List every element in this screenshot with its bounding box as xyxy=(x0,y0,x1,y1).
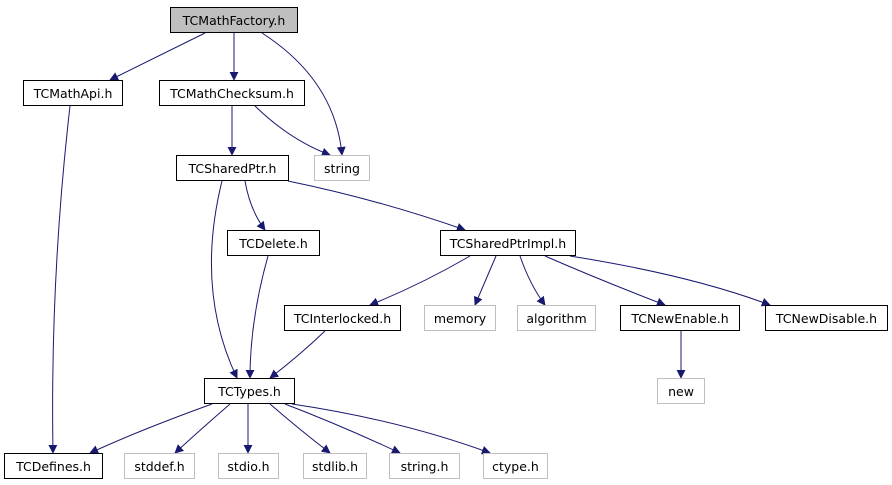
edge-types-to-defines xyxy=(89,403,213,454)
node-stdlib-h: stdlib.h xyxy=(303,453,367,479)
edge-types-to-stdlib xyxy=(269,403,331,454)
edge-interlocked-to-types xyxy=(269,330,326,379)
edge-checksum-to-string xyxy=(254,105,331,157)
node-tcdefines-h[interactable]: TCDefines.h xyxy=(4,453,103,479)
edge-delete-to-types xyxy=(245,255,269,379)
edge-types-to-ctype xyxy=(291,403,491,455)
node-tcnewenable-h[interactable]: TCNewEnable.h xyxy=(620,305,740,331)
edge-sharedptrimpl-to-algorithm xyxy=(519,255,546,306)
node-string-h: string.h xyxy=(389,453,460,479)
node-tctypes-h[interactable]: TCTypes.h xyxy=(204,378,295,404)
node-stddef-h: stddef.h xyxy=(124,453,195,479)
node-tcnewdisable-h[interactable]: TCNewDisable.h xyxy=(765,305,888,331)
node-algorithm: algorithm xyxy=(517,305,596,331)
node-stdio-h: stdio.h xyxy=(218,453,279,479)
node-ctype-h: ctype.h xyxy=(483,453,548,479)
node-tcinterlocked-h[interactable]: TCInterlocked.h xyxy=(284,305,401,331)
edge-types-to-stringh xyxy=(284,403,401,454)
edge-sharedptrimpl-to-interlocked xyxy=(369,255,471,307)
node-string: string xyxy=(314,155,370,181)
node-memory: memory xyxy=(424,305,496,331)
edge-sharedptr-to-sharedptrimpl xyxy=(287,180,466,232)
node-tcmathchecksum-h[interactable]: TCMathChecksum.h xyxy=(159,80,305,106)
edge-sharedptrimpl-to-newdisable xyxy=(569,255,771,307)
edge-sharedptrimpl-to-memory xyxy=(474,255,497,306)
node-new: new xyxy=(657,378,705,404)
node-tcmathapi-h[interactable]: TCMathApi.h xyxy=(23,80,123,106)
node-tcmathfactory-h[interactable]: TCMathFactory.h xyxy=(170,7,298,33)
edge-root-to-string xyxy=(261,32,346,156)
edge-sharedptr-to-types xyxy=(210,180,238,379)
node-tcsharedptrimpl-h[interactable]: TCSharedPtrImpl.h xyxy=(440,230,576,256)
edge-sharedptr-to-delete xyxy=(244,180,266,231)
edge-root-to-mathapi xyxy=(109,32,206,81)
node-tcsharedptr-h[interactable]: TCSharedPtr.h xyxy=(176,155,289,181)
edge-sharedptrimpl-to-newenable xyxy=(544,255,666,307)
edge-types-to-stddef xyxy=(174,403,231,454)
node-tcdelete-h[interactable]: TCDelete.h xyxy=(227,230,320,256)
edge-mathapi-to-defines xyxy=(48,105,71,454)
